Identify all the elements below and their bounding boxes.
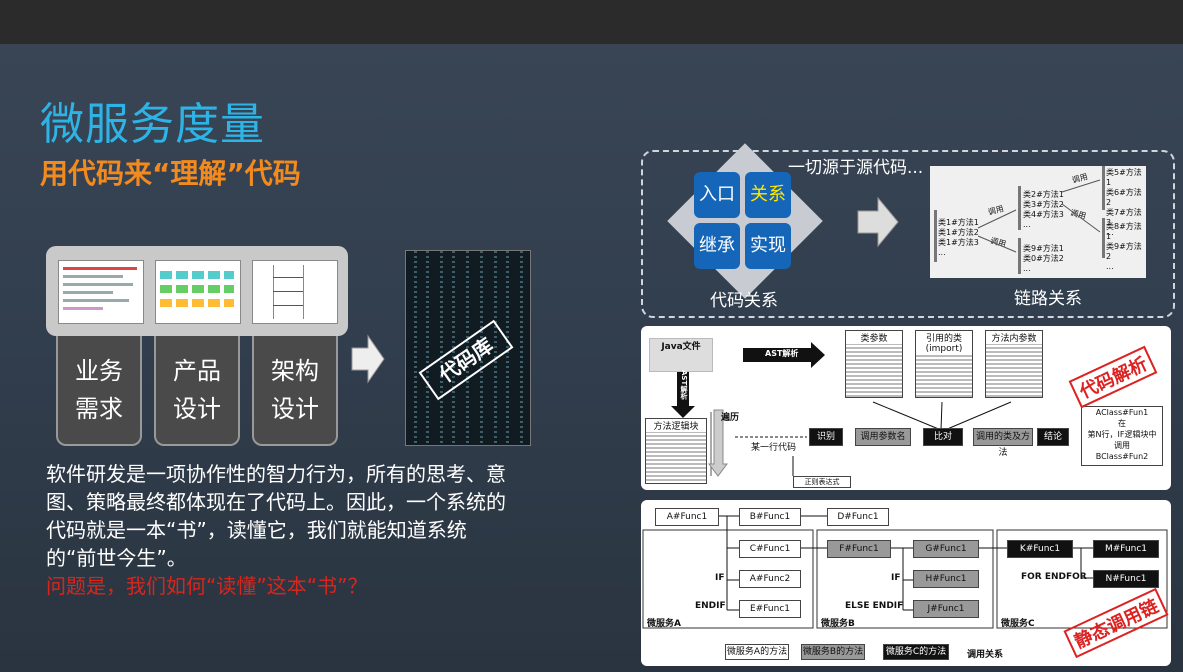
func-f1: F#Func1 — [827, 540, 891, 558]
code-relations-caption: 代码关系 — [710, 291, 778, 311]
document-thumbnails-panel — [46, 246, 348, 336]
call-class-method-box: 调用的类及方法 — [973, 428, 1033, 458]
ast-parse-label: AST解析 — [765, 349, 799, 358]
func-b1: B#Func1 — [739, 508, 801, 526]
legend-service-c: 微服务C的方法 — [883, 644, 949, 660]
class-params-box: 类参数 — [845, 330, 903, 398]
right-arrow-icon — [351, 334, 385, 384]
ast-parse-vertical-label: AST解析 — [680, 370, 688, 400]
architecture-thumbnail — [252, 260, 338, 324]
call-param-name-box: 调用参数名 — [855, 428, 911, 446]
if-label-a: IF — [715, 573, 725, 583]
description-paragraph: 软件研发是一项协作性的智力行为，所有的思考、意图、策略最终都体现在了代码上。因此… — [46, 460, 516, 600]
traverse-label: 遍历 — [721, 413, 740, 423]
func-h1: H#Func1 — [913, 570, 979, 588]
parse-result-box: AClass#Fun1 在 第N行，IF逻辑块中 调用 BClass#Fun2 — [1081, 406, 1163, 466]
func-a2: A#Func2 — [739, 570, 801, 588]
legend-service-a: 微服务A的方法 — [725, 644, 789, 660]
identify-box: 识别 — [809, 428, 843, 446]
bucket-architecture-design: 架构 设计 — [252, 336, 338, 446]
for-endfor-label: FOR ENDFOR — [1021, 572, 1087, 582]
square-inheritance: 继承 — [694, 223, 740, 269]
bucket-business-requirements: 业务 需求 — [56, 336, 142, 446]
imported-classes-box: 引用的类 (import) — [915, 330, 973, 398]
func-m1: M#Func1 — [1093, 540, 1159, 558]
source-code-heading: 一切源于源代码... — [788, 158, 924, 178]
method-logic-block-box: 方法逻辑块 — [645, 418, 707, 484]
slide-subtitle: 用代码来“理解”代码 — [40, 157, 301, 190]
service-c-label: 微服务C — [1001, 619, 1035, 629]
func-j1: J#Func1 — [913, 600, 979, 618]
code-repository-image — [405, 250, 531, 446]
compare-box: 比对 — [923, 428, 963, 446]
else-endif-label: ELSE ENDIF — [845, 601, 904, 611]
bucket-product-design: 产品 设计 — [154, 336, 240, 446]
square-entry: 入口 — [694, 172, 740, 218]
java-file-box: Java文件 — [649, 338, 713, 372]
slide-title: 微服务度量 — [40, 99, 265, 150]
code-relations-panel — [641, 150, 1175, 318]
square-implementation: 实现 — [745, 223, 791, 269]
func-g1: G#Func1 — [913, 540, 979, 558]
right-arrow-icon — [857, 196, 899, 248]
method-params-box: 方法内参数 — [985, 330, 1043, 398]
conclusion-box: 结论 — [1037, 428, 1069, 446]
legend-call-relation: 调用关系 — [967, 650, 1004, 660]
top-bar — [0, 0, 1183, 44]
square-relation: 关系 — [745, 172, 791, 218]
func-c1: C#Func1 — [739, 540, 801, 558]
func-k1: K#Func1 — [1007, 540, 1073, 558]
question-text: 问题是，我们如何“读懂”这本“书”？ — [46, 574, 368, 598]
endif-label: ENDIF — [695, 601, 726, 611]
regex-box: 正则表达式 — [793, 476, 851, 488]
product-design-thumbnail — [155, 260, 241, 324]
legend-service-b: 微服务B的方法 — [801, 644, 865, 660]
func-d1: D#Func1 — [827, 508, 889, 526]
func-a1: A#Func1 — [655, 508, 719, 526]
if-label-b: IF — [891, 573, 901, 583]
static-call-chain-panel: A#Func1 B#Func1 D#Func1 C#Func1 A#Func2 … — [641, 500, 1171, 666]
call-chain-caption: 链路关系 — [1014, 289, 1082, 309]
service-b-label: 微服务B — [821, 619, 855, 629]
func-e1: E#Func1 — [739, 600, 801, 618]
description-text: 软件研发是一项协作性的智力行为，所有的思考、意图、策略最终都体现在了代码上。因此… — [46, 462, 506, 570]
code-parsing-panel: Java文件 AST解析 AST解析 类参数 引用的类 (import) 方法内… — [641, 326, 1171, 490]
service-a-label: 微服务A — [647, 619, 681, 629]
func-n1: N#Func1 — [1093, 570, 1159, 588]
line-of-code-label: 某一行代码 — [751, 443, 797, 453]
requirements-thumbnail — [58, 260, 144, 324]
